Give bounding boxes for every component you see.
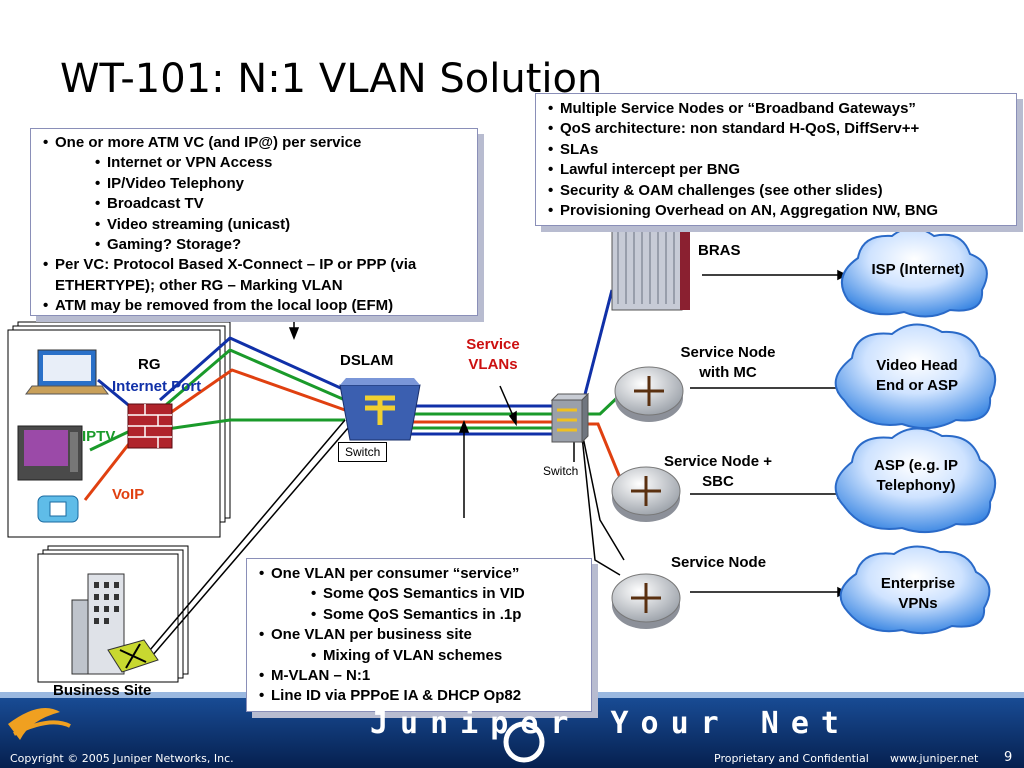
bullet-item: ATM may be removed from the local loop (… [43, 296, 469, 317]
switch-icon [550, 392, 590, 444]
business-site-label: Business Site [53, 682, 152, 699]
service-node-mc-label: Service Node with MC [680, 344, 776, 381]
confidential-text: Proprietary and Confidential [714, 752, 869, 765]
cloud-enterprise [839, 545, 991, 635]
bottom-bullet-list: One VLAN per consumer “service”Some QoS … [259, 564, 585, 707]
cloud-links [690, 269, 848, 598]
top-right-bullet-box: Multiple Service Nodes or “Broadband Gat… [535, 93, 1017, 226]
dslam-icon [339, 378, 421, 441]
cloud-enterprise-label: Enterprise VPNs [880, 575, 956, 612]
pointer-arrows [288, 300, 575, 518]
building-icon [71, 573, 159, 675]
bullet-item: One VLAN per consumer “service” [259, 564, 585, 585]
service-node-sbc-label: Service Node + SBC [664, 453, 772, 490]
internet-port-label: Internet Port [112, 378, 202, 395]
voip-label: VoIP [112, 486, 145, 503]
rg-firewall-icon [127, 403, 173, 449]
bullet-item: Some QoS Semantics in .1p [271, 605, 585, 626]
device-links [83, 378, 134, 501]
dslam-switch-label: Switch [338, 442, 388, 462]
dslam-label: DSLAM [340, 352, 394, 369]
link-internet [159, 336, 346, 402]
bullet-item: M-VLAN – N:1 [259, 666, 585, 687]
copyright-text: Copyright © 2005 Juniper Networks, Inc. [10, 752, 234, 765]
aggregation-links [410, 404, 552, 436]
iptv-label: IPTV [82, 428, 116, 445]
cloud-isp-label: ISP (Internet) [871, 261, 965, 278]
left-bullet-box: One or more ATM VC (and IP@) per service… [30, 128, 478, 317]
link-iptv-lower [159, 418, 345, 432]
service-vlans-label: Service VLANs [466, 336, 520, 373]
laptop-icon [25, 349, 109, 395]
bullet-item: Internet or VPN Access [55, 153, 469, 174]
cloud-asp-label: ASP (e.g. IP Telephony) [874, 457, 958, 494]
page-title: WT-101: N:1 VLAN Solution [60, 56, 603, 102]
rg-label: RG [138, 356, 161, 373]
router-sbc-icon [611, 466, 681, 522]
bullet-item: Gaming? Storage? [55, 235, 469, 256]
page-number: 9 [1004, 750, 1013, 765]
access-links [159, 336, 346, 432]
bullet-item: Multiple Service Nodes or “Broadband Gat… [548, 99, 1010, 120]
brand-ring-icon [503, 721, 545, 763]
top-right-bullet-list: Multiple Service Nodes or “Broadband Gat… [548, 99, 1010, 222]
bullet-item: SLAs [548, 140, 1010, 161]
core-switch-label: Switch [543, 464, 579, 478]
bullet-item: One or more ATM VC (and IP@) per service [43, 133, 469, 154]
brand-wordmark: Juniper Your Net [370, 706, 851, 741]
bullet-item: QoS architecture: non standard H-QoS, Di… [548, 119, 1010, 140]
bullet-item: Provisioning Overhead on AN, Aggregation… [548, 201, 1010, 222]
bottom-bullet-box: One VLAN per consumer “service”Some QoS … [246, 558, 592, 712]
bras-chassis [611, 221, 690, 311]
service-node-label: Service Node [671, 554, 767, 571]
bullet-item: IP/Video Telephony [55, 174, 469, 195]
tv-icon [17, 425, 83, 481]
cloud-video-label: Video Head End or ASP [876, 357, 958, 394]
bullet-item: Line ID via PPPoE IA & DHCP Op82 [259, 686, 585, 707]
router-mc-icon [614, 366, 684, 422]
cloud-asp [834, 427, 997, 534]
phone-icon [37, 495, 79, 523]
bullet-item: Mixing of VLAN schemes [271, 646, 585, 667]
cloud-isp [840, 227, 988, 318]
business-links [149, 419, 349, 657]
link-voip [159, 368, 346, 422]
bullet-item: Video streaming (unicast) [55, 215, 469, 236]
cloud-video [834, 323, 997, 430]
bullet-item: Broadcast TV [55, 194, 469, 215]
bras-label: BRAS [698, 242, 741, 259]
website-link[interactable]: www.juniper.net [890, 752, 979, 765]
bullet-item: One VLAN per business site [259, 625, 585, 646]
router-icon [611, 573, 681, 629]
bullet-item: Security & OAM challenges (see other sli… [548, 181, 1010, 202]
bullet-item: Lawful intercept per BNG [548, 160, 1010, 181]
left-bullet-list: One or more ATM VC (and IP@) per service… [43, 133, 469, 317]
bullet-item: Some QoS Semantics in VID [271, 584, 585, 605]
bullet-item: Per VC: Protocol Based X-Connect – IP or… [43, 255, 469, 296]
link-iptv-upper [159, 348, 346, 412]
